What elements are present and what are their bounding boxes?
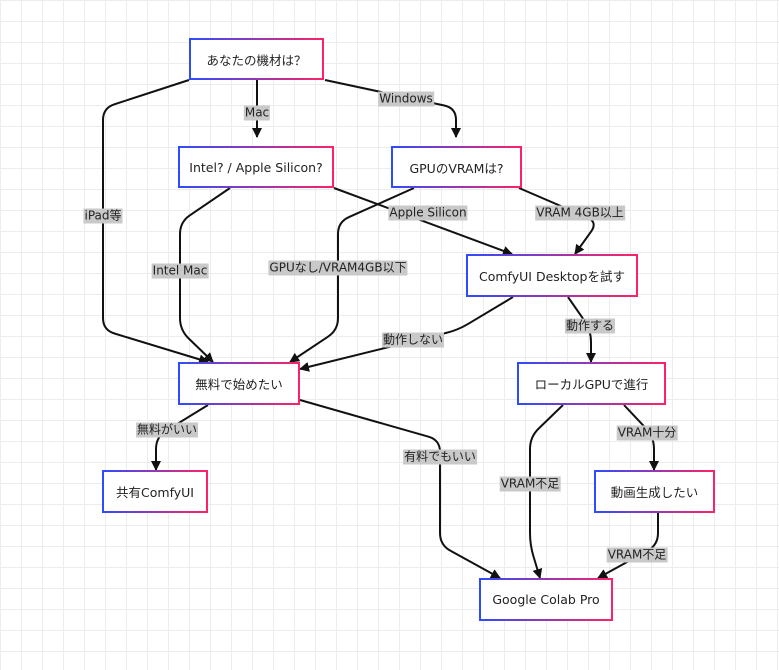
edge-label-gpu-free: GPUなし/VRAM4GB以下: [268, 260, 408, 276]
edge-label-video-colab: VRAM不足: [606, 547, 668, 563]
edge-label-desktop-free: 動作しない: [381, 332, 445, 348]
edge-label-kizai-mac: Mac: [243, 105, 271, 121]
edge-label-free-colab: 有料でもいい: [403, 449, 477, 465]
edge-label-kizai-free: iPad等: [83, 208, 123, 224]
node-gpu: GPUのVRAMは?: [391, 146, 522, 188]
edge-desktop-free: [299, 296, 514, 372]
edge-label-free-shared: 無料がいい: [135, 422, 199, 438]
edge-free-colab: [299, 399, 501, 579]
edge-label-kizai-gpu: Windows: [378, 91, 434, 107]
node-desktop: ComfyUI Desktopを試す: [466, 254, 638, 297]
edge-kizai-gpu: [324, 79, 461, 138]
edge-local-colab: [529, 404, 564, 579]
edge-label-local-colab: VRAM不足: [499, 476, 561, 492]
node-local: ローカルGPUで進行: [517, 362, 666, 405]
edge-label-desktop-local: 動作する: [564, 318, 616, 334]
edge-gpu-desktop: [518, 187, 595, 255]
edge-label-mac-free: Intel Mac: [151, 263, 209, 279]
node-colab: Google Colab Pro: [479, 578, 613, 621]
edge-gpu-free: [289, 187, 415, 363]
node-mac: Intel? / Apple Silicon?: [178, 146, 334, 188]
edge-label-gpu-desktop: VRAM 4GB以上: [535, 205, 625, 221]
edge-free-shared: [151, 404, 209, 471]
node-free: 無料で始めたい: [178, 362, 300, 405]
edge-video-colab: [597, 513, 659, 579]
edge-label-local-video: VRAM十分: [616, 425, 678, 441]
node-video: 動画生成したい: [594, 470, 715, 513]
node-shared: 共有ComfyUI: [102, 470, 208, 513]
node-kizai: あなたの機材は？: [189, 38, 324, 80]
edge-mac-desktop: [333, 187, 513, 256]
edge-label-mac-desktop: Apple Silicon: [388, 205, 468, 221]
